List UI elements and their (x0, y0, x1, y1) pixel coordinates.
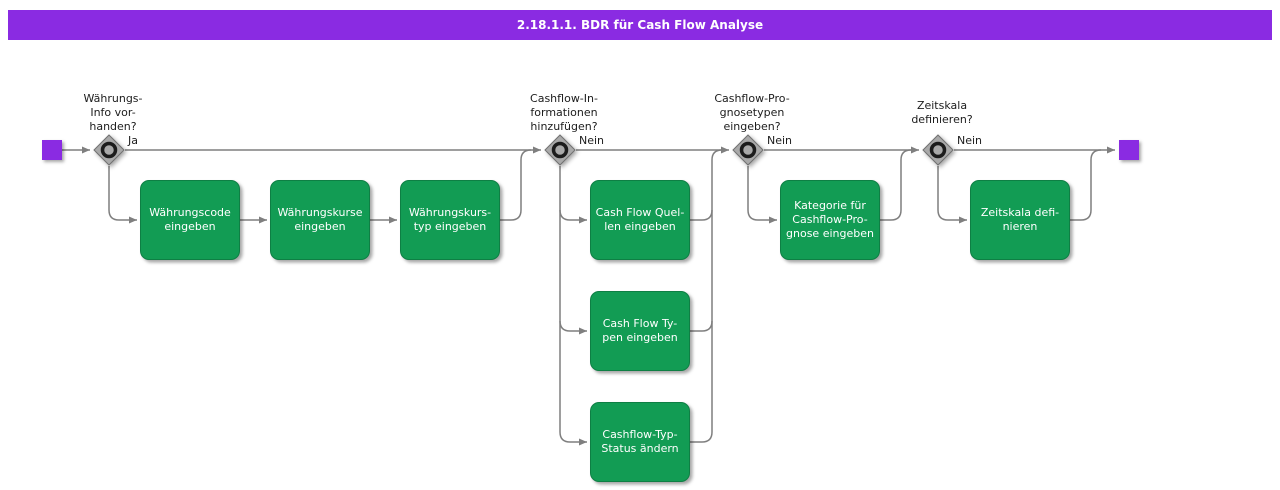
activity-label: Zeitskala defi- nieren (980, 206, 1060, 233)
activity-label: Währungskurse eingeben (277, 206, 363, 233)
decision-question-4: Zeitskala definieren? (911, 99, 973, 126)
activity-label: Kategorie für Cashflow-Pro- gnose eingeb… (786, 199, 874, 240)
activity-label: Währungskurs- typ eingeben (408, 206, 492, 233)
branch-label-nein-1: Nein (579, 134, 605, 147)
decision-question-1: Währungs- Info vor- handen? (83, 92, 143, 133)
decision-question-3: Cashflow-Pro- gnosetypen eingeben? (714, 92, 790, 133)
activity-label: Währungscode eingeben (149, 206, 231, 233)
activity-label: Cash Flow Quel- len eingeben (595, 206, 685, 233)
activity-kategorie-cashflow-prognose[interactable]: Kategorie für Cashflow-Pro- gnose eingeb… (780, 180, 880, 260)
diagram-title: 2.18.1.1. BDR für Cash Flow Analyse (516, 18, 764, 32)
activity-label: Cash Flow Ty- pen eingeben (602, 317, 678, 344)
decision-diamond-icon (544, 134, 576, 166)
activity-waehrungskurse-eingeben[interactable]: Währungskurse eingeben (270, 180, 370, 260)
decision-diamond-2[interactable] (544, 134, 576, 166)
decision-diamond-icon (922, 134, 954, 166)
decision-diamond-icon (93, 134, 125, 166)
activity-cashflow-typ-status-aendern[interactable]: Cashflow-Typ- Status ändern (590, 402, 690, 482)
decision-diamond-3[interactable] (732, 134, 764, 166)
end-node[interactable] (1119, 140, 1139, 160)
activity-zeitskala-definieren[interactable]: Zeitskala defi- nieren (970, 180, 1070, 260)
activity-cashflow-typen-eingeben[interactable]: Cash Flow Ty- pen eingeben (590, 291, 690, 371)
title-bar: 2.18.1.1. BDR für Cash Flow Analyse (8, 10, 1272, 40)
branch-label-nein-3: Nein (957, 134, 983, 147)
decision-question-2: Cashflow-In- formationen hinzufügen? (530, 92, 598, 133)
decision-diamond-1[interactable] (93, 134, 125, 166)
activity-label: Cashflow-Typ- Status ändern (601, 428, 679, 455)
branch-label-nein-2: Nein (767, 134, 793, 147)
activity-waehrungscode-eingeben[interactable]: Währungscode eingeben (140, 180, 240, 260)
branch-label-ja: Ja (128, 134, 138, 147)
start-node[interactable] (42, 140, 62, 160)
decision-diamond-4[interactable] (922, 134, 954, 166)
activity-waehrungskurstyp-eingeben[interactable]: Währungskurs- typ eingeben (400, 180, 500, 260)
activity-cashflow-quellen-eingeben[interactable]: Cash Flow Quel- len eingeben (590, 180, 690, 260)
decision-diamond-icon (732, 134, 764, 166)
